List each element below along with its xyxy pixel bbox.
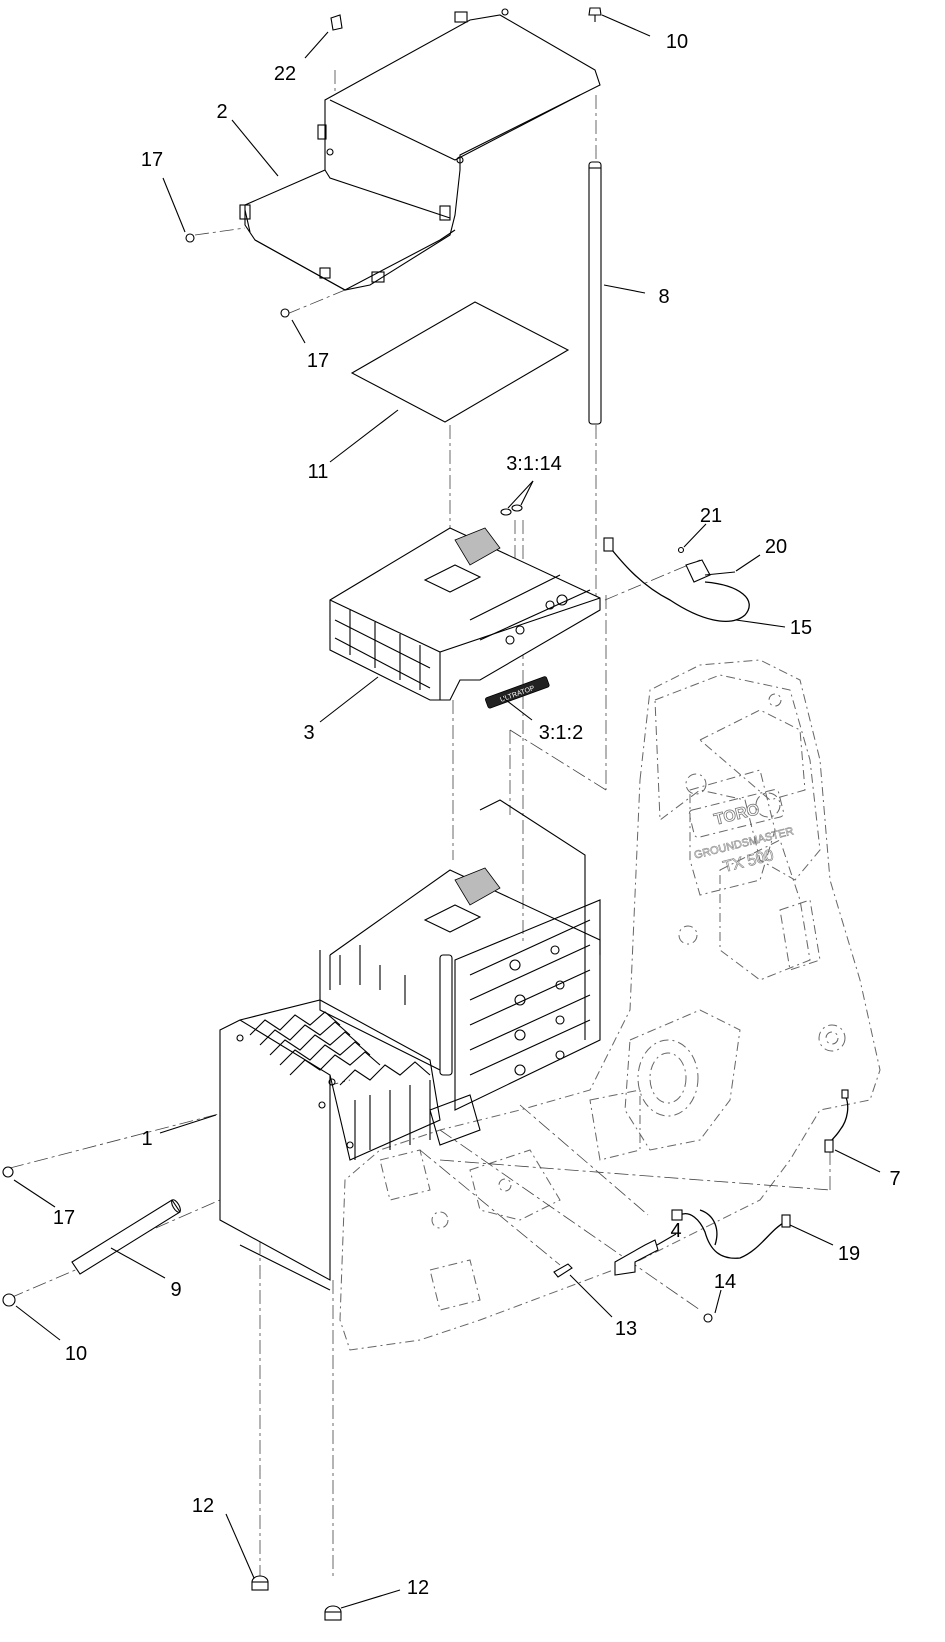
- callout-2: 2: [216, 101, 227, 123]
- callout-20: 20: [765, 536, 787, 558]
- bolt-bottom: [2, 1293, 16, 1307]
- sensor-harness: [603, 537, 750, 622]
- pin: [553, 1263, 573, 1278]
- battery-label: ULTRATOP: [485, 676, 550, 709]
- retainer-clip: [330, 14, 343, 31]
- callout-4: 4: [670, 1220, 681, 1242]
- insulation-sheet: [350, 301, 570, 423]
- rubber-foot-right: [324, 1605, 342, 1621]
- callout-17-top: 17: [141, 149, 163, 171]
- battery-module: [329, 527, 601, 701]
- callout-10-top: 10: [666, 31, 688, 53]
- callout-7: 7: [889, 1168, 900, 1190]
- callout-11: 11: [308, 461, 329, 483]
- battery-stack-assembly: [219, 799, 601, 1291]
- switch-sensor: [824, 1089, 849, 1153]
- machine-frame: TORO GROUNDSMASTER TX 500: [339, 659, 881, 1351]
- leader-lines: [13, 14, 881, 1609]
- fastener-bottom-left: [2, 1166, 14, 1178]
- callout-12-left: 12: [192, 1495, 214, 1517]
- callout-22: 22: [274, 63, 296, 85]
- callout-8: 8: [658, 286, 669, 308]
- washers: [500, 504, 523, 516]
- bolt-top: [588, 7, 602, 22]
- fastener-mid: [280, 308, 290, 318]
- svg-text:TORO: TORO: [712, 801, 761, 829]
- callout-12-right: 12: [407, 1577, 429, 1599]
- callout-3-1-14: 3:1:14: [506, 453, 562, 475]
- fastener-top: [185, 233, 195, 243]
- callout-15: 15: [790, 617, 812, 639]
- mounting-bracket: [614, 1239, 659, 1276]
- callout-10-bottom: 10: [65, 1343, 87, 1365]
- nut: [703, 1313, 713, 1323]
- wire-harness: [671, 1209, 791, 1259]
- callout-3: 3: [303, 722, 314, 744]
- frame-logo: TORO GROUNDSMASTER TX 500: [688, 789, 795, 876]
- rubber-foot-left: [251, 1575, 269, 1591]
- callout-3-1-2: 3:1:2: [539, 722, 583, 744]
- alignment-centerlines: [9, 70, 831, 1580]
- support-rod: [588, 161, 602, 425]
- callout-21: 21: [700, 505, 722, 527]
- callout-9: 9: [170, 1279, 181, 1301]
- callout-17-bottom: 17: [53, 1207, 75, 1229]
- callout-labels: 22 10 2 17 8 17 11 3:1:14 21 20 15 3 3:1…: [53, 31, 901, 1599]
- cover-panel: [239, 8, 601, 291]
- callout-17-mid: 17: [307, 350, 329, 372]
- callout-1: 1: [141, 1128, 152, 1150]
- callout-19: 19: [838, 1243, 860, 1265]
- spacer-tube: [71, 1199, 181, 1275]
- callout-13: 13: [615, 1318, 637, 1340]
- callout-14: 14: [714, 1271, 736, 1293]
